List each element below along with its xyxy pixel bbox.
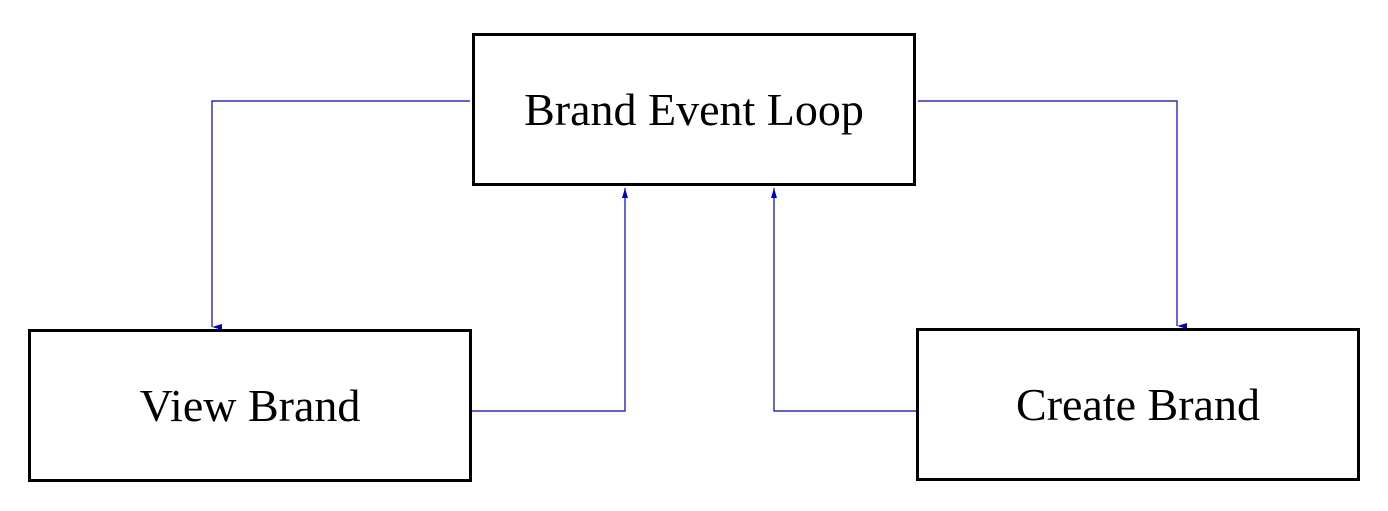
node-view-brand: View Brand (28, 329, 472, 482)
node-label: Brand Event Loop (524, 83, 864, 135)
node-label: View Brand (139, 379, 361, 431)
edge-loop-to-create (918, 100, 1187, 329)
edge-create-to-loop (771, 188, 916, 412)
node-label: Create Brand (1016, 378, 1260, 430)
edge-loop-to-view (211, 100, 470, 330)
edge-view-to-loop (472, 188, 628, 412)
node-brand-event-loop: Brand Event Loop (472, 33, 916, 186)
node-create-brand: Create Brand (916, 328, 1360, 481)
